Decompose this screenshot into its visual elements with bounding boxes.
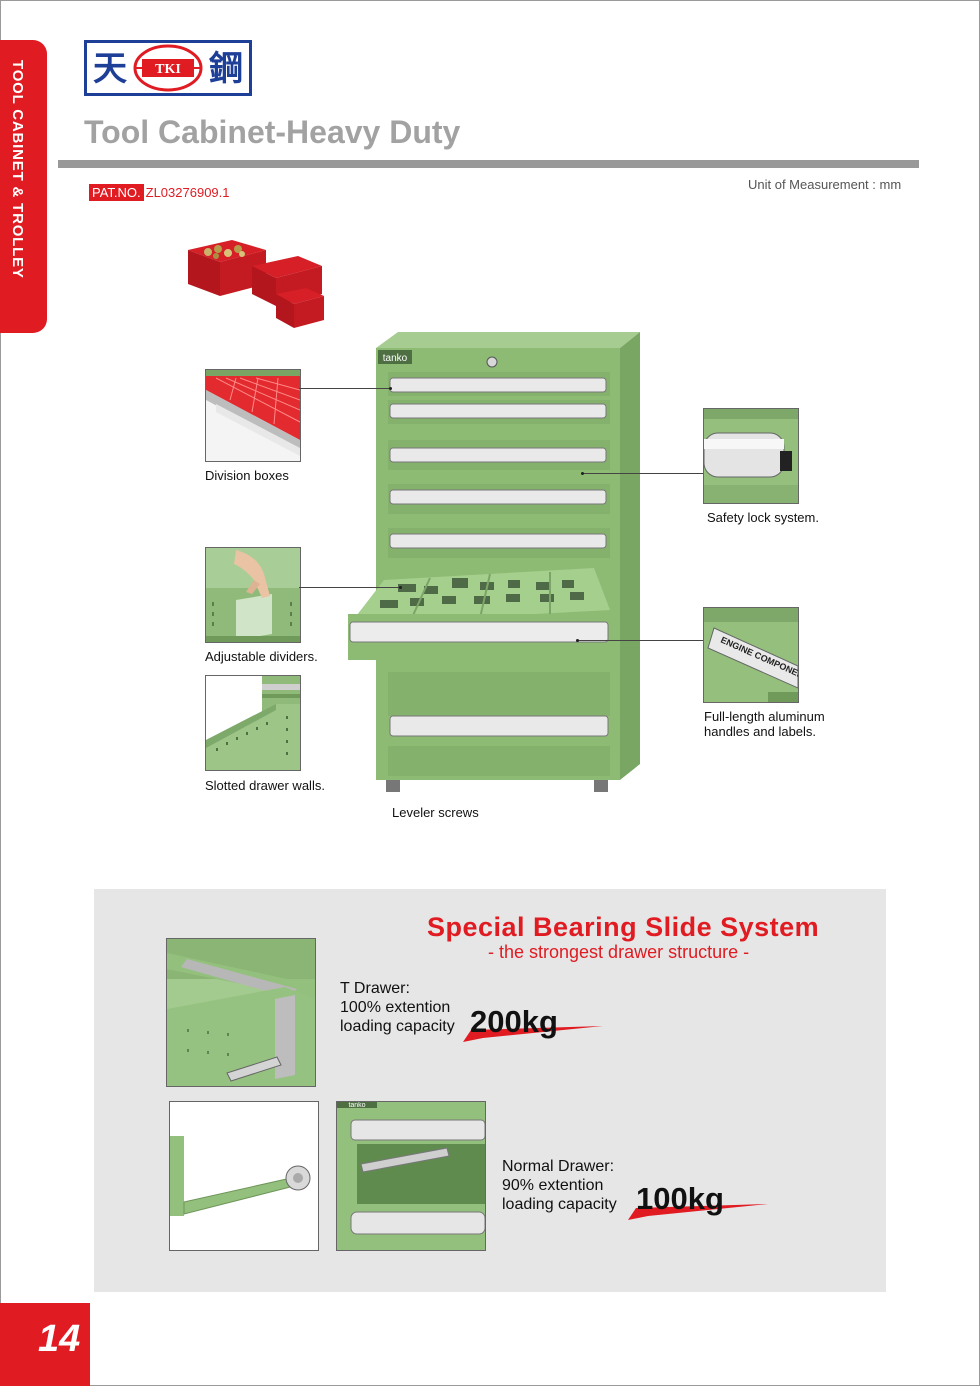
leader-dot-lock [581, 472, 584, 475]
t-drawer-line1: T Drawer: [340, 980, 410, 997]
slotted-walls-photo [205, 675, 301, 771]
leader-line-division [299, 388, 390, 389]
title-rule [58, 160, 919, 168]
t-drawer-swoosh [463, 1022, 603, 1044]
t-drawer-photo [166, 938, 316, 1087]
brand-logo: 天 TKI 鋼 [84, 40, 252, 96]
safety-lock-caption: Safety lock system. [707, 510, 819, 525]
patent-value: ZL03276909.1 [145, 185, 230, 200]
normal-drawer-specs: Normal Drawer: 90% extention loading cap… [502, 1157, 617, 1214]
handles-caption-line2: handles and labels. [704, 724, 817, 739]
slide-system-title: Special Bearing Slide System [427, 912, 820, 942]
normal-drawer-brand: tanko [348, 1102, 365, 1109]
t-drawer-line2: 100% extention [340, 999, 451, 1016]
page-title: Tool Cabinet-Heavy Duty [84, 114, 461, 150]
normal-drawer-photo: tanko [336, 1101, 486, 1251]
page-number-box [0, 1303, 90, 1386]
leader-line-lock [583, 473, 703, 474]
side-tab-label: TOOL CABINET & TROLLEY [9, 60, 26, 279]
leader-line-handles [578, 640, 703, 641]
tool-cabinet-image: tanko [340, 328, 640, 798]
normal-drawer-line3: loading capacity [502, 1196, 617, 1213]
logo-char-left: 天 [93, 49, 127, 89]
division-boxes-photo [205, 369, 301, 462]
patent-label: PAT.NO. [89, 184, 144, 201]
handles-caption-line1: Full-length aluminum [704, 709, 825, 724]
normal-drawer-swoosh [628, 1200, 768, 1222]
safety-lock-photo [703, 408, 799, 504]
t-drawer-specs: T Drawer: 100% extention loading capacit… [340, 979, 455, 1036]
leader-dot-handles [576, 639, 579, 642]
side-tab: TOOL CABINET & TROLLEY [0, 40, 47, 333]
division-boxes-caption: Division boxes [205, 468, 289, 483]
patent-number: PAT.NO.ZL03276909.1 [89, 184, 230, 201]
adjustable-dividers-caption: Adjustable dividers. [205, 649, 318, 664]
cabinet-brand-label: tanko [383, 353, 408, 364]
slide-system-subtitle: - the strongest drawer structure - [488, 942, 750, 962]
normal-drawer-capacity: 100kg [636, 1181, 724, 1216]
red-boxes-image [180, 236, 330, 336]
t-drawer-capacity: 200kg [470, 1004, 558, 1039]
adjustable-dividers-photo [205, 547, 301, 643]
normal-drawer-line1: Normal Drawer: [502, 1158, 615, 1175]
logo-char-right: 鋼 [209, 49, 243, 89]
lever-photo [169, 1101, 319, 1251]
logo-char-mid: TKI [155, 62, 181, 77]
normal-drawer-line2: 90% extention [502, 1177, 604, 1194]
handles-labels-photo: ENGINE COMPONENTS [703, 607, 799, 703]
handles-caption: Full-length aluminum handles and labels. [704, 709, 825, 739]
leader-dot-dividers [399, 586, 402, 589]
leader-line-dividers [299, 587, 400, 588]
slotted-walls-caption: Slotted drawer walls. [205, 778, 325, 793]
leader-dot-division [389, 387, 392, 390]
unit-of-measurement: Unit of Measurement : mm [748, 177, 902, 192]
leveler-screws-caption: Leveler screws [392, 805, 479, 820]
t-drawer-line3: loading capacity [340, 1018, 455, 1035]
page-number: 14 [38, 1318, 81, 1360]
